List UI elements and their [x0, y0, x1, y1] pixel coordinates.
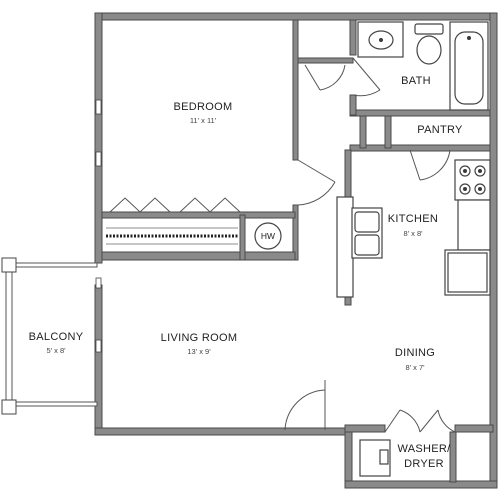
- pantry-label: PANTRY: [417, 124, 463, 136]
- doors: [284, 57, 456, 433]
- interior-walls: [101, 19, 494, 483]
- closet-doors: [106, 197, 241, 245]
- living-room-dimension: 13' x 9': [187, 347, 211, 356]
- kitchen-fixtures: [336, 159, 491, 298]
- washer-dryer-label-line1: WASHER/: [397, 443, 451, 455]
- water-heater: [254, 222, 282, 250]
- bedroom-label: BEDROOM: [174, 101, 233, 113]
- bedroom-dimension: 11' x 11': [190, 116, 217, 125]
- kitchen-dimension: 8' x 8': [403, 229, 423, 238]
- bath-label: BATH: [401, 75, 431, 87]
- washer-dryer-label-line2: DRYER: [404, 458, 444, 470]
- kitchen-label: KITCHEN: [388, 213, 438, 225]
- hw-label: HW: [261, 231, 275, 241]
- balcony-outline: [1, 257, 98, 415]
- dining-label: DINING: [395, 347, 435, 359]
- bath-fixtures: [357, 21, 489, 111]
- living-room-label: LIVING ROOM: [161, 332, 238, 344]
- dining-dimension: 8' x 7': [405, 363, 425, 372]
- balcony-label: BALCONY: [29, 331, 84, 343]
- balcony-dimension: 5' x 8': [46, 346, 66, 355]
- washer-fixtures: [359, 439, 391, 477]
- room-labels: BEDROOM 11' x 11' BATH PANTRY KITCHEN 8'…: [29, 75, 463, 470]
- window-marks: [95, 99, 102, 353]
